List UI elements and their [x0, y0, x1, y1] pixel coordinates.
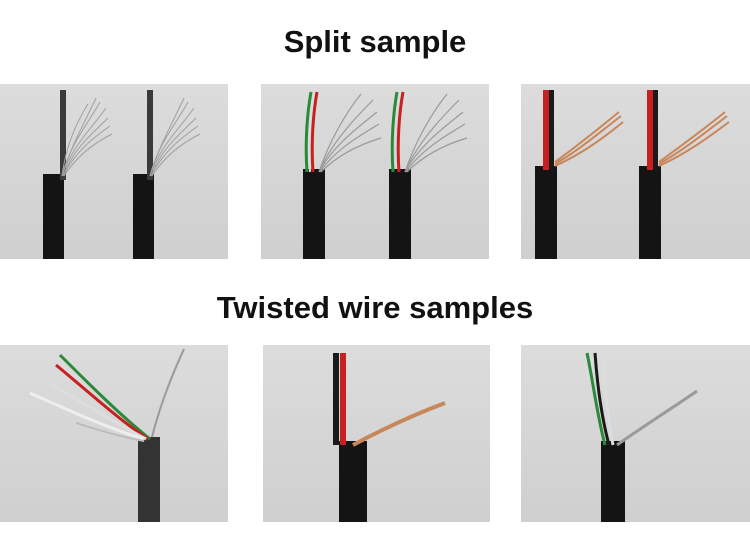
twisted-wire-heading: Twisted wire samples	[216, 290, 534, 325]
split-sample-photo-1	[0, 84, 228, 259]
cable-right	[639, 90, 730, 259]
split-sample-photo-2	[261, 84, 489, 259]
cable-illustration	[43, 90, 201, 259]
twisted-sample-photo-1	[0, 345, 228, 522]
cable-left	[303, 91, 382, 259]
twisted-sample-photo-2	[263, 345, 490, 522]
cable-right	[133, 90, 201, 259]
cable-left	[535, 90, 624, 259]
split-sample-photo-3	[521, 84, 750, 259]
cable-left	[43, 90, 113, 259]
split-sample-heading: Split sample	[283, 24, 467, 59]
twisted-sample-photo-3	[521, 345, 750, 522]
cable-right	[389, 91, 468, 259]
